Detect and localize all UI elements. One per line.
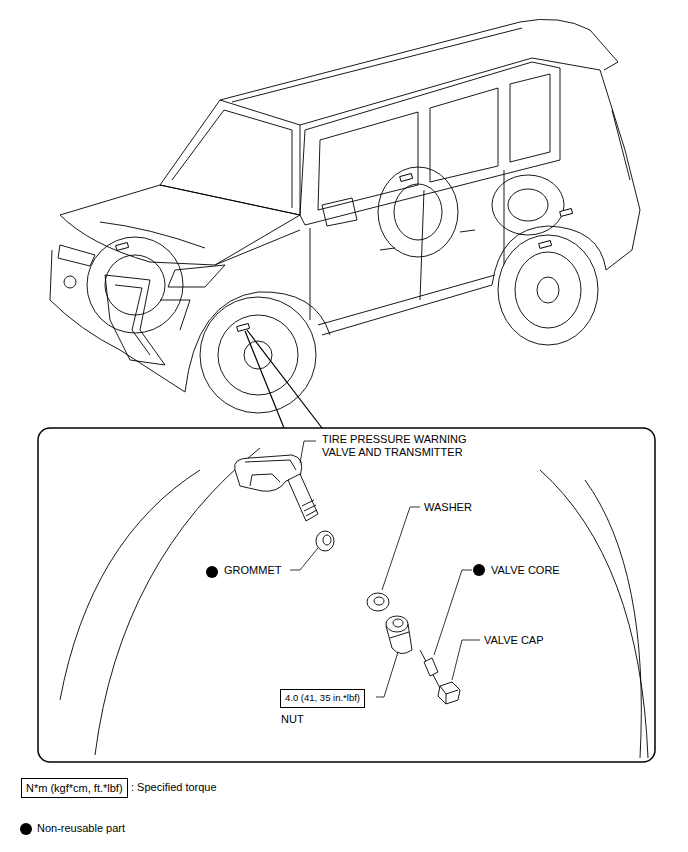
grommet-part xyxy=(323,535,331,545)
valve-cap-part xyxy=(440,686,458,704)
vehicle-body xyxy=(160,300,190,330)
legend-text: : Specified torque xyxy=(131,781,217,794)
valve-cap-part xyxy=(438,682,460,704)
vehicle-body xyxy=(515,252,581,328)
part-name: WASHER xyxy=(424,501,472,514)
callout-leader xyxy=(245,330,322,428)
callout-panel xyxy=(38,428,655,762)
tire-outline xyxy=(60,470,200,700)
vehicle-body xyxy=(168,265,225,287)
vehicle-body xyxy=(300,62,560,225)
non-reusable-dot xyxy=(473,564,485,576)
transmitter-part xyxy=(288,474,318,521)
vehicle-body xyxy=(64,276,76,288)
non-reusable-dot xyxy=(20,823,32,835)
nut-part xyxy=(386,616,408,632)
transmitter-part xyxy=(235,455,318,521)
vehicle-body xyxy=(218,315,298,395)
vehicle-body xyxy=(537,277,559,303)
vehicle-body xyxy=(115,285,150,355)
vehicle-body xyxy=(58,245,95,266)
washer-part xyxy=(367,593,389,611)
washer-part xyxy=(374,597,384,605)
valve-core-part xyxy=(420,650,440,688)
grommet-part xyxy=(316,531,334,551)
vehicle-body xyxy=(322,285,492,335)
part-name: GROMMET xyxy=(224,564,281,577)
vehicle-body xyxy=(60,185,300,265)
valve-marker xyxy=(539,241,552,249)
vehicle-body xyxy=(460,230,475,232)
vehicle-body xyxy=(498,235,598,345)
vehicle-body xyxy=(105,255,165,315)
vehicle-body xyxy=(172,110,292,208)
vehicle-body xyxy=(318,275,495,325)
vehicle-body xyxy=(508,189,548,221)
vehicle-body xyxy=(322,198,357,226)
vehicle-body xyxy=(504,170,505,272)
vehicle-body xyxy=(318,112,418,210)
leader-line xyxy=(300,441,316,463)
non-reusable-dot xyxy=(206,566,218,578)
part-name: TIRE PRESSURE WARNING VALVE AND TRANSMIT… xyxy=(322,433,500,459)
vehicle-body xyxy=(200,297,316,413)
transmitter-part xyxy=(250,474,280,486)
valve-marker xyxy=(116,243,129,251)
callout-leader xyxy=(247,330,322,428)
vehicle-body xyxy=(510,74,550,162)
tire-outline xyxy=(60,448,648,758)
tire-outline xyxy=(585,480,641,758)
vehicle-body xyxy=(215,230,300,265)
torque-box: 4.0 (41, 35 in.*lbf) xyxy=(280,689,365,708)
leader-line xyxy=(382,507,420,590)
vehicle-body xyxy=(612,110,630,180)
torque-legend-box: N*m (kgf*cm, ft.*lbf) xyxy=(21,778,128,798)
valve-marker xyxy=(560,209,573,217)
part-name: VALVE CORE xyxy=(491,564,560,577)
vehicle-body xyxy=(50,19,640,413)
valve-marker xyxy=(400,174,413,182)
vehicle-body xyxy=(394,184,442,240)
vehicle-body xyxy=(380,248,395,250)
spec-text: N*m (kgf*cm, ft.*lbf) xyxy=(26,781,123,795)
vehicle-body xyxy=(430,88,498,182)
grommet-part xyxy=(316,531,334,551)
nut-part xyxy=(386,616,412,654)
vehicle-body xyxy=(50,250,185,392)
valve-core-part xyxy=(420,650,440,688)
legend-text: Non-reusable part xyxy=(37,822,125,835)
nut-part xyxy=(393,619,403,627)
leader-line xyxy=(434,570,472,655)
valve-cap-part xyxy=(438,682,460,704)
leader-line xyxy=(290,441,480,697)
vehicle-body xyxy=(220,19,618,100)
callout-leader xyxy=(245,331,284,428)
vehicle-body xyxy=(600,70,640,270)
vehicle-body xyxy=(105,275,165,365)
transmitter-part xyxy=(302,500,317,516)
part-name: NUT xyxy=(281,713,304,726)
nut-part xyxy=(390,632,409,638)
valve-marker xyxy=(116,174,573,332)
tire-outline xyxy=(95,448,260,755)
valve-core-part xyxy=(424,658,438,676)
vehicle-body xyxy=(310,228,311,320)
vehicle-body xyxy=(300,58,600,125)
spec-text: 4.0 (41, 35 in.*lbf) xyxy=(285,692,360,705)
vehicle-body xyxy=(60,215,215,265)
leader-line xyxy=(452,640,480,680)
vehicle-body xyxy=(420,190,424,300)
leader-line xyxy=(290,548,318,570)
washer-part xyxy=(367,593,389,611)
vehicle-body xyxy=(160,100,300,215)
vehicle-body xyxy=(232,28,522,102)
part-name: VALVE CAP xyxy=(484,634,544,647)
vehicle-body xyxy=(100,222,205,248)
transmitter-part xyxy=(245,460,296,470)
non-reusable-dot xyxy=(20,564,485,835)
leader-line xyxy=(376,652,398,697)
tire-outline xyxy=(540,470,648,758)
